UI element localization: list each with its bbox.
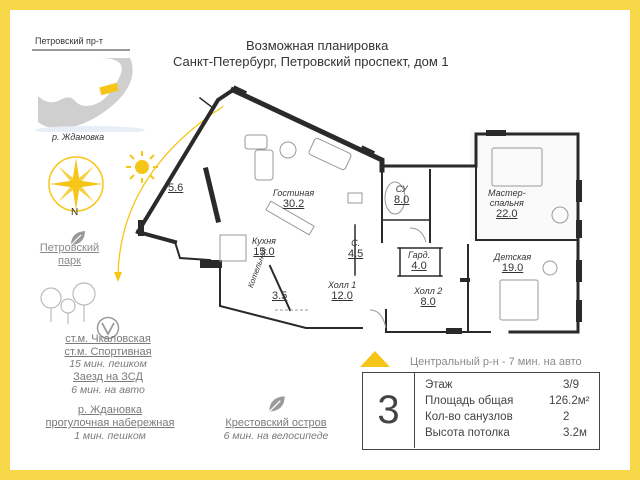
ceiling-value: 3.2м	[563, 427, 587, 439]
room-su: СУ 8.0	[394, 184, 409, 206]
ceiling-label: Высота потолка	[425, 427, 510, 439]
room-kuhnya-area: 15.0	[253, 246, 275, 258]
room-holl1-label: Холл 1	[328, 280, 357, 290]
island-time: 6 мин. на велосипеде	[223, 430, 329, 442]
room-holl2: Холл 2 8.0	[414, 286, 442, 308]
room-su-area: 8.0	[394, 194, 410, 206]
room-gard: Гард. 4.0	[408, 250, 430, 272]
embankment-time: 1 мин. пешком	[74, 430, 146, 442]
leaf-icon	[70, 231, 85, 246]
room-master: Мастер- спальня 22.0	[488, 188, 526, 220]
room-holl2-area: 8.0	[420, 296, 436, 308]
embankment-desc: прогулочная набережная	[45, 417, 175, 429]
title-line1: Возможная планировка	[246, 38, 389, 53]
metro-walk-time: 15 мин. пешком	[69, 358, 147, 370]
triangle-icon	[360, 351, 390, 367]
room-gostinaya-area: 30.2	[282, 198, 305, 210]
north-label: N	[71, 207, 79, 218]
embankment-name: р. Ждановка	[77, 404, 143, 416]
zsd-time: 6 мин. на авто	[71, 384, 145, 396]
floor-label: Этаж	[425, 379, 453, 391]
park-label-line1: Петровский	[39, 242, 100, 254]
room-kuhnya-label: Кухня	[252, 236, 276, 246]
room-detskaya-area: 19.0	[501, 262, 524, 274]
room-s: С. 4.5	[348, 238, 363, 260]
metro-station-1: ст.м. Чкаловская	[65, 333, 151, 345]
rooms-count: 3	[363, 373, 415, 448]
street-label: Петровский пр-т	[35, 36, 103, 46]
room-detskaya: Детская 19.0	[494, 252, 531, 274]
room-s-label: С.	[351, 238, 361, 248]
room-detskaya-label: Детская	[494, 252, 532, 262]
plan-sheet: Возможная планировка Санкт-Петербург, Пе…	[10, 10, 630, 470]
room-kotel-area: 3.5	[272, 290, 288, 302]
zsd-label: Заезд на ЗСД	[73, 371, 143, 383]
room-master-line2: спальня	[489, 198, 524, 208]
room-gard-area: 4.0	[411, 260, 427, 272]
floor-plan	[135, 85, 582, 334]
center-distance: Центральный р-н - 7 мин. на авто	[410, 356, 582, 368]
room-holl1-area: 12.0	[331, 290, 353, 302]
room-holl1: Холл 1 12.0	[328, 280, 356, 302]
bath-label: Кол-во санузлов	[425, 411, 513, 423]
room-s-area: 4.5	[348, 248, 364, 260]
park-label-line2: парк	[57, 255, 81, 267]
title-line2: Санкт-Петербург, Петровский проспект, до…	[173, 54, 449, 69]
park-label: Петровский парк	[32, 242, 107, 268]
floor-value: 3/9	[563, 379, 579, 391]
room-master-area: 22.0	[496, 208, 518, 220]
room-balcony-area: 5.6	[168, 182, 184, 194]
metro-icon	[96, 316, 120, 340]
island-name: Крестовский остров	[225, 417, 327, 429]
room-su-label: СУ	[395, 184, 408, 194]
room-gostinaya: Гостиная 30.2	[273, 188, 314, 210]
room-holl2-label: Холл 2	[414, 286, 443, 296]
room-kuhnya: Кухня 15.0	[252, 236, 276, 258]
area-value: 126.2м²	[549, 395, 590, 407]
room-kotel: 3.5	[272, 290, 287, 302]
metro-station-2: ст.м. Спортивная	[64, 346, 152, 358]
area-label: Площадь общая	[425, 395, 514, 407]
compass-icon	[48, 156, 104, 212]
bath-value: 2	[563, 411, 570, 423]
trees-icon	[40, 282, 96, 324]
room-gard-label: Гард.	[408, 250, 431, 260]
room-gostinaya-label: Гостиная	[273, 188, 315, 198]
leaf-icon-island	[268, 396, 285, 413]
location-map	[32, 49, 145, 132]
room-balcony: 5.6	[168, 182, 183, 194]
info-box: 3 Этаж 3/9 Площадь общая 126.2м² Кол-во …	[362, 372, 600, 450]
sun-icon	[126, 151, 158, 183]
river-label: р. Ждановка	[52, 132, 105, 142]
room-master-line1: Мастер-	[488, 188, 526, 198]
